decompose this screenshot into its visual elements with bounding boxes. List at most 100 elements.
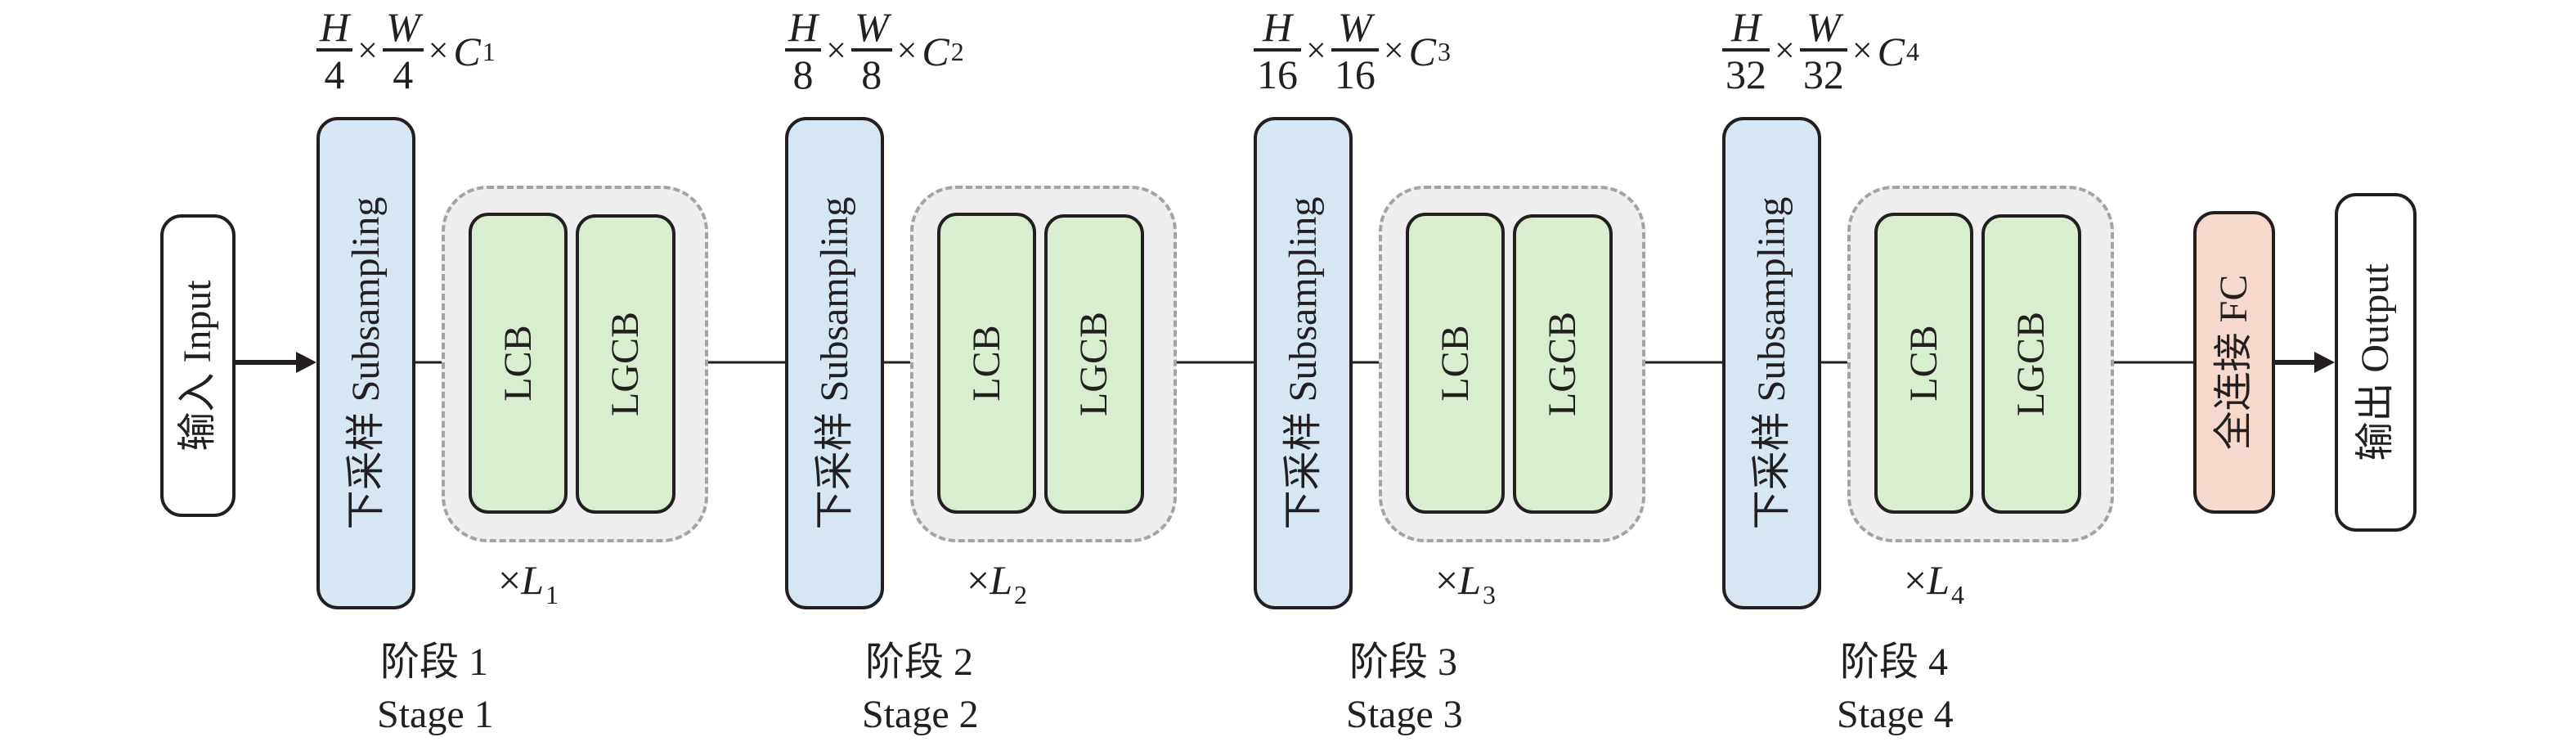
times-symbol: × (1383, 29, 1404, 70)
input-box: 输入 Input (160, 214, 236, 517)
height-denominator: 16 (1257, 52, 1298, 97)
lgcb-label: LGCB (1072, 311, 1115, 417)
stage-1-subsampling-box: 下采样 Subsampling (316, 117, 415, 609)
stage-2-lcb-block: LCB (937, 213, 1036, 514)
repeat-var: L (1458, 557, 1482, 603)
times-symbol: × (428, 29, 449, 70)
stage-3-subsampling-box: 下采样 Subsampling (1254, 117, 1353, 609)
width-numerator: W (1806, 4, 1841, 50)
fraction-bar (1331, 48, 1379, 52)
repeat-var: L (990, 557, 1013, 603)
width-fraction: W 8 (850, 4, 892, 97)
channel-subscript: 4 (1906, 36, 1920, 66)
channel-subscript: 2 (950, 36, 964, 66)
channel-subscript: 3 (1438, 36, 1452, 66)
lcb-label: LCB (964, 325, 1008, 402)
lgcb-label: LGCB (1541, 311, 1584, 417)
width-denominator: 32 (1802, 52, 1844, 97)
width-numerator: W (854, 4, 889, 50)
repeat-subscript: 2 (1014, 580, 1028, 609)
times-symbol: × (1435, 557, 1459, 603)
fc-label: 全连接 FC (2212, 274, 2255, 451)
fraction-bar (1799, 48, 1847, 52)
stage-3-label-en: Stage 3 (1346, 693, 1463, 736)
height-fraction: H 4 (316, 4, 353, 97)
height-numerator: H (788, 4, 819, 50)
channel-var: C (453, 29, 481, 74)
output-box: 输出 Output (2335, 193, 2417, 532)
height-denominator: 8 (792, 52, 814, 97)
width-numerator: W (1338, 4, 1372, 50)
height-fraction: H 16 (1254, 6, 1301, 97)
width-fraction: W 16 (1331, 6, 1379, 97)
width-fraction: W 4 (382, 4, 424, 97)
stage-4-subsampling-box: 下采样 Subsampling (1722, 117, 1821, 609)
times-symbol: × (1851, 29, 1873, 70)
fc-box: 全连接 FC (2193, 211, 2275, 514)
fraction-bar (1254, 48, 1301, 52)
lcb-label: LCB (1901, 325, 1945, 402)
stage-2-label-en: Stage 2 (862, 693, 979, 736)
height-denominator: 32 (1726, 52, 1766, 97)
input-arrowhead (296, 352, 316, 373)
output-arrowhead (2314, 352, 2335, 373)
width-denominator: 8 (861, 52, 882, 97)
height-denominator: 4 (324, 52, 345, 97)
channel-var: C (922, 29, 949, 74)
output-label: 输出 Output (2354, 263, 2397, 461)
times-symbol: × (1904, 557, 1928, 603)
subsampling-label: 下采样 Subsampling (343, 196, 388, 530)
fraction-bar (785, 48, 822, 52)
stage-4-lcb-block: LCB (1874, 213, 1973, 514)
input-label: 输入 Input (176, 280, 219, 452)
times-symbol: × (896, 29, 918, 70)
stage-3-lcb-block: LCB (1406, 213, 1505, 514)
lgcb-label: LGCB (604, 311, 647, 417)
stage-4-label-en: Stage 4 (1837, 693, 1954, 736)
stage-4-lgcb-block: LGCB (1981, 214, 2081, 514)
height-fraction: H 32 (1722, 6, 1770, 97)
subsampling-label: 下采样 Subsampling (1281, 196, 1325, 530)
times-symbol: × (357, 29, 378, 70)
width-numerator: W (385, 4, 420, 50)
stage-2-label-cn: 阶段 2 (865, 640, 974, 684)
width-denominator: 4 (393, 52, 414, 97)
height-fraction: H 8 (785, 4, 822, 97)
times-symbol: × (967, 557, 990, 603)
stage-3-repeat-label: ×L3 (1435, 556, 1496, 610)
repeat-var: L (521, 557, 545, 603)
repeat-subscript: 1 (545, 580, 559, 609)
times-symbol: × (826, 29, 846, 70)
lgcb-label: LGCB (2009, 311, 2053, 417)
stage-2-lgcb-block: LGCB (1044, 214, 1144, 514)
stage-1-label-en: Stage 1 (377, 693, 494, 736)
stage-1-lgcb-block: LGCB (576, 214, 675, 514)
fraction-bar (382, 48, 424, 52)
lcb-label: LCB (1433, 325, 1477, 402)
stage-2-subsampling-box: 下采样 Subsampling (785, 117, 884, 609)
channel-subscript: 1 (482, 36, 496, 66)
fraction-bar (1722, 48, 1770, 52)
repeat-subscript: 3 (1483, 580, 1497, 609)
stage-1-label-cn: 阶段 1 (380, 640, 489, 684)
repeat-subscript: 4 (1951, 580, 1965, 609)
stage-3-label-cn: 阶段 3 (1349, 640, 1458, 684)
stage-1-lcb-block: LCB (469, 213, 568, 514)
height-numerator: H (320, 4, 350, 50)
width-denominator: 16 (1334, 52, 1376, 97)
times-symbol: × (1775, 29, 1795, 70)
height-numerator: H (1262, 4, 1293, 50)
times-symbol: × (1306, 29, 1326, 70)
lcb-label: LCB (496, 325, 540, 402)
stage-4-repeat-label: ×L4 (1904, 556, 1964, 610)
repeat-var: L (1927, 557, 1950, 603)
stage-2-repeat-label: ×L2 (967, 556, 1027, 610)
stage-3-lgcb-block: LGCB (1513, 214, 1613, 514)
fraction-bar (850, 48, 892, 52)
width-fraction: W 32 (1799, 4, 1847, 97)
